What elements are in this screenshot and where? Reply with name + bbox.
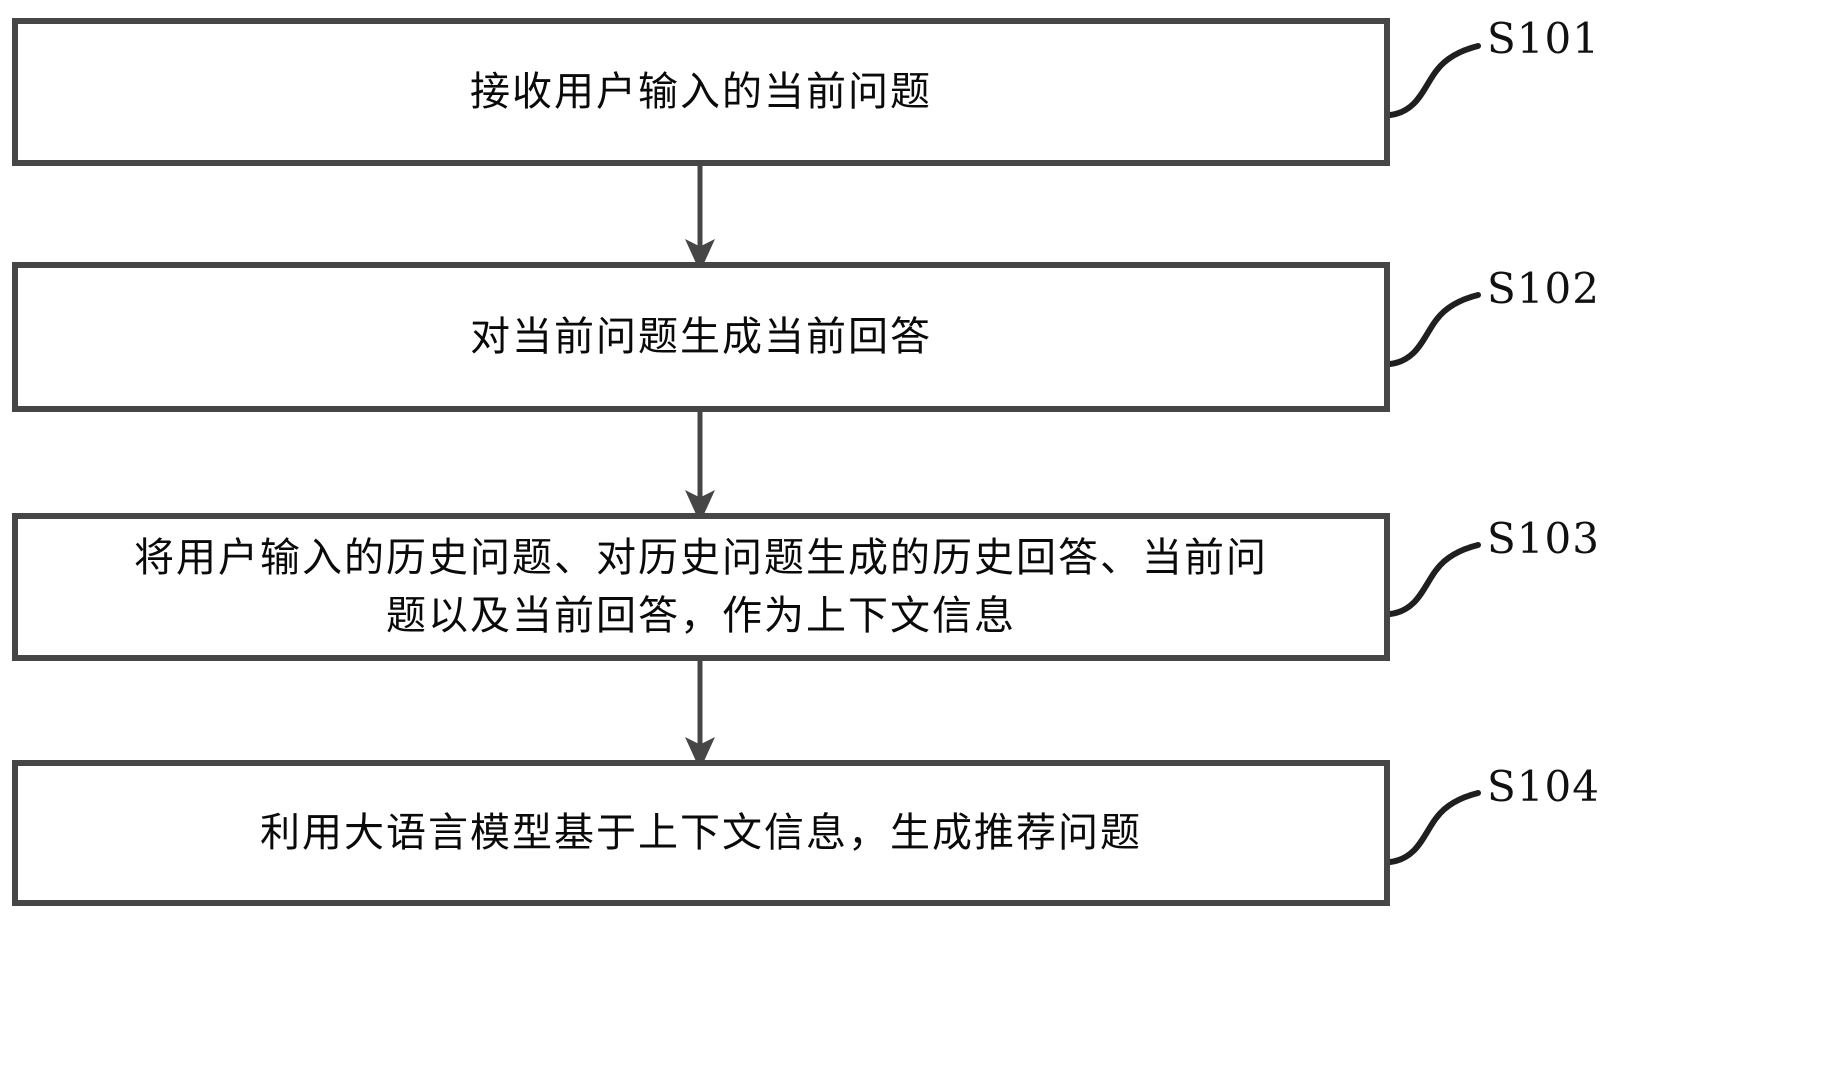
leader-line-s101 [1387, 43, 1481, 118]
process-box-s101-text: 接收用户输入的当前问题 [470, 69, 932, 115]
step-label-s101: S101 [1487, 14, 1600, 63]
process-box-s103[interactable]: 将用户输入的历史问题、对历史问题生成的历史回答、当前问 题以及当前回答，作为上下… [12, 513, 1390, 661]
leader-line-s104 [1387, 790, 1481, 865]
leader-line-s103 [1387, 542, 1481, 617]
process-box-s102[interactable]: 对当前问题生成当前回答 [12, 262, 1390, 412]
leader-line-s102 [1387, 292, 1481, 367]
step-label-s103: S103 [1487, 514, 1600, 563]
step-label-s102: S102 [1487, 264, 1600, 313]
step-label-s104: S104 [1487, 762, 1600, 811]
process-box-s104[interactable]: 利用大语言模型基于上下文信息，生成推荐问题 [12, 760, 1390, 906]
process-box-s101[interactable]: 接收用户输入的当前问题 [12, 18, 1390, 166]
process-box-s102-text: 对当前问题生成当前回答 [470, 314, 932, 360]
process-box-s103-text: 将用户输入的历史问题、对历史问题生成的历史回答、当前问 题以及当前回答，作为上下… [134, 535, 1268, 639]
process-box-s104-text: 利用大语言模型基于上下文信息，生成推荐问题 [260, 810, 1142, 856]
